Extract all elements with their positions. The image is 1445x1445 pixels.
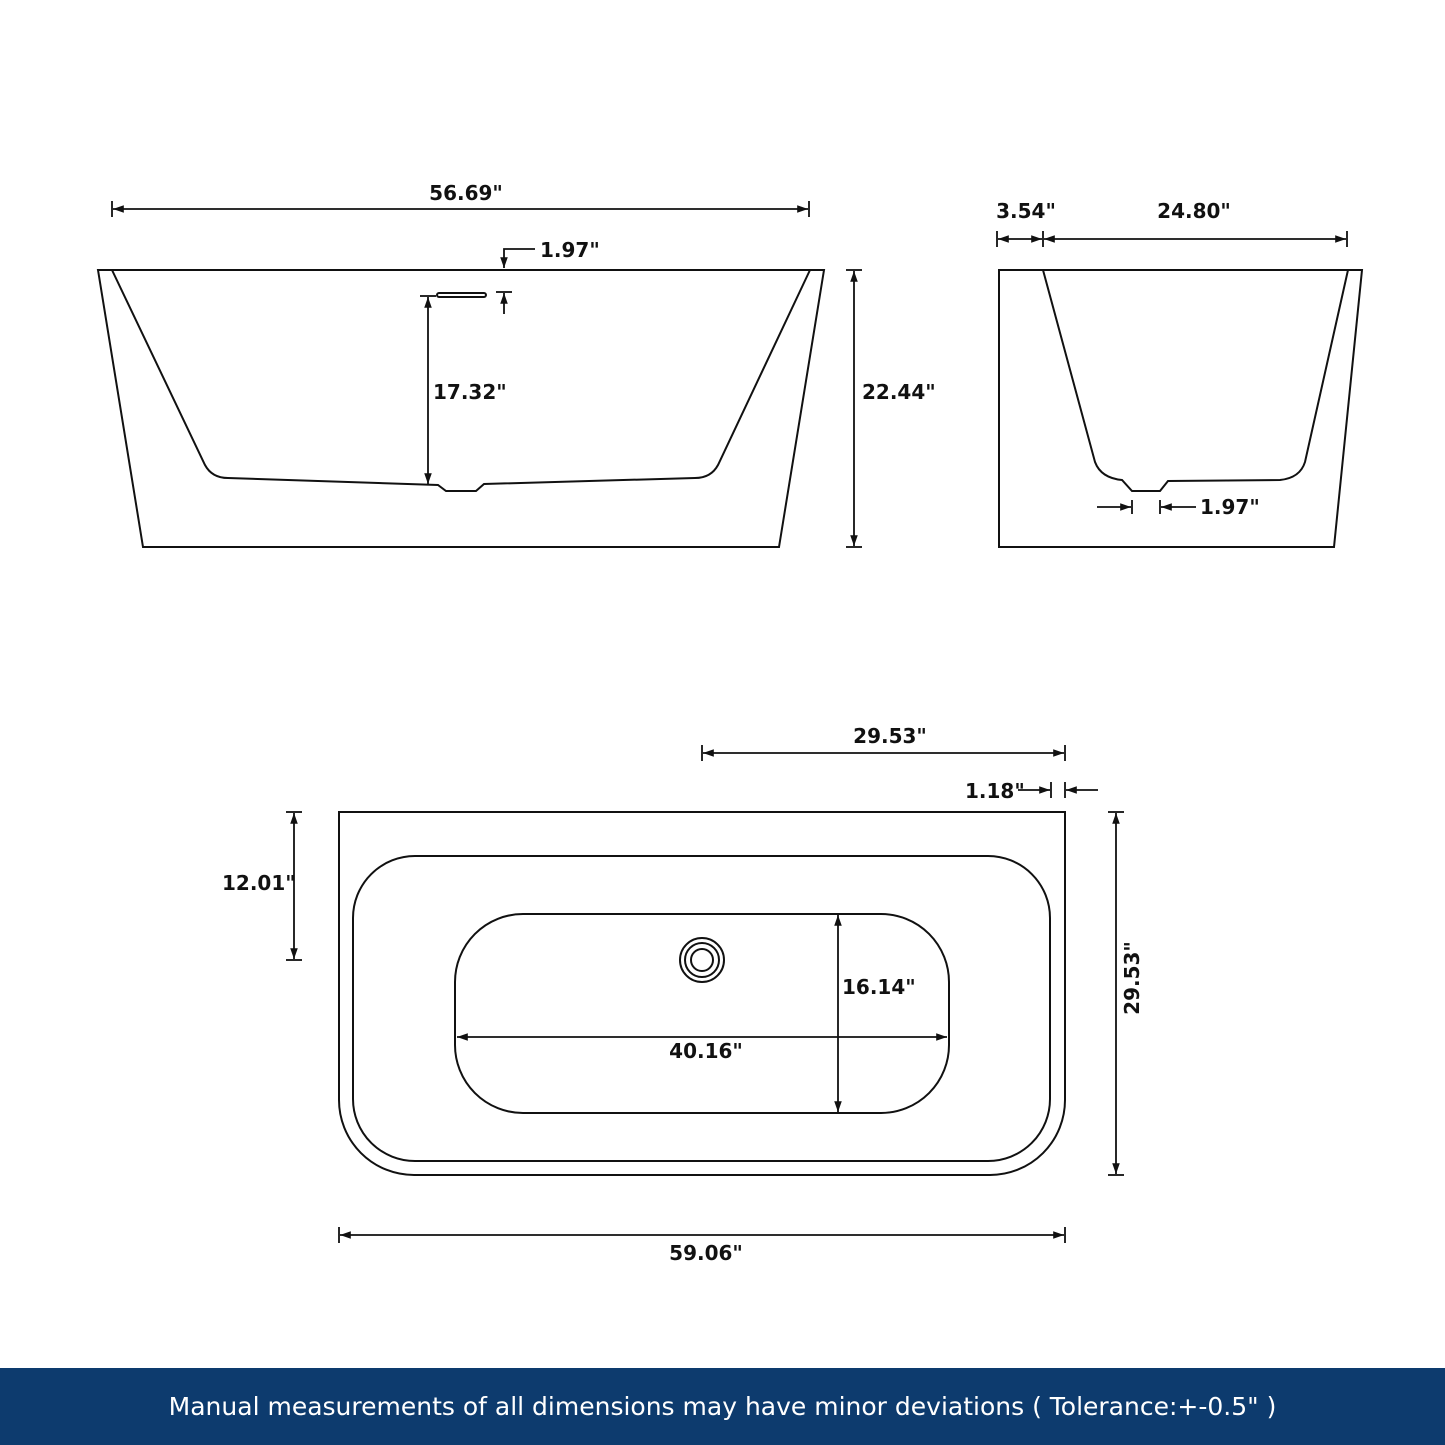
top-outer-rim (338, 811, 1066, 1176)
front-view: 56.69" 1.97" 17.32" 22.44" (96, 181, 936, 548)
top-view: 29.53" 1.18" 12.01" 29.53" 16.14" 40.16"… (222, 724, 1144, 1265)
front-height-label: 22.44" (862, 380, 936, 404)
side-inner-basin (1042, 269, 1349, 492)
front-outer-shell (96, 269, 826, 548)
tolerance-note: Manual measurements of all dimensions ma… (168, 1392, 1277, 1421)
top-width-label: 29.53" (1120, 941, 1144, 1015)
tolerance-footer: Manual measurements of all dimensions ma… (0, 1368, 1445, 1445)
drain-to-back-label: 12.01" (222, 871, 296, 895)
overflow-offset-label: 1.97" (540, 238, 600, 262)
drain-width-label: 1.97" (1200, 495, 1260, 519)
wall-thickness-label: 1.18" (965, 779, 1025, 803)
rim-width-label: 3.54" (996, 199, 1056, 223)
interior-depth-label: 17.32" (433, 380, 507, 404)
side-width-label: 24.80" (1157, 199, 1231, 223)
side-view: 3.54" 24.80" 1.97" (996, 199, 1364, 548)
basin-width-label: 16.14" (842, 975, 916, 999)
top-basin-floor (454, 913, 950, 1114)
front-length-label: 56.69" (429, 181, 503, 205)
side-outer-shell (998, 269, 1364, 548)
drain-icon (679, 937, 725, 983)
overflow-plate (436, 292, 487, 298)
top-length-label: 59.06" (669, 1241, 743, 1265)
top-inner-rim (352, 855, 1051, 1162)
drain-offset-label: 29.53" (853, 724, 927, 748)
basin-length-label: 40.16" (669, 1039, 743, 1063)
bathtub-dimension-drawing: 56.69" 1.97" 17.32" 22.44" 3.54" 24.80" … (96, 181, 1364, 1265)
front-inner-basin (111, 269, 811, 492)
